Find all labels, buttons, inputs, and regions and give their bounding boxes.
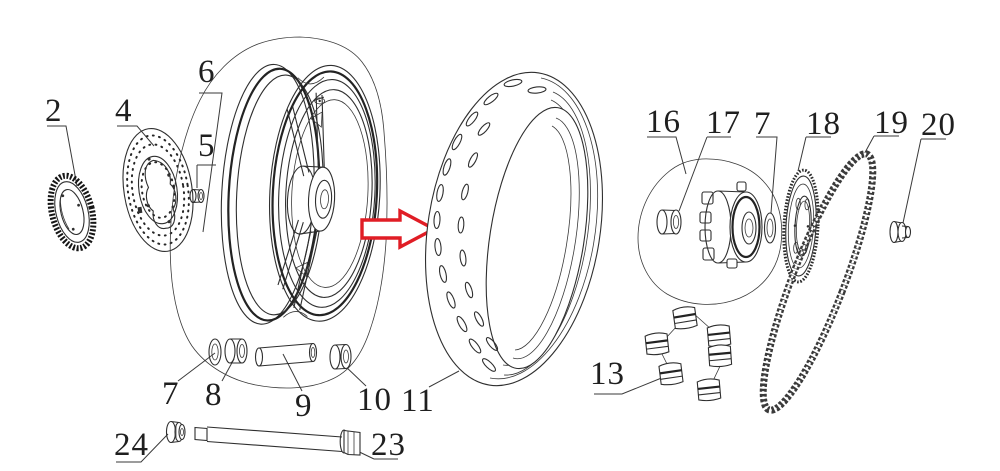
callout-16: 16 bbox=[646, 104, 681, 140]
callout-6: 6 bbox=[198, 54, 216, 90]
sprocket-carrier-drawing bbox=[699, 181, 763, 269]
callout-2: 2 bbox=[45, 93, 63, 129]
spacer-bushing-left-drawing bbox=[224, 338, 248, 364]
hub-balloon-outline bbox=[637, 158, 783, 305]
callout-5: 5 bbox=[198, 128, 216, 164]
hub-bushing-drawing bbox=[656, 209, 682, 235]
callout-11: 11 bbox=[401, 383, 435, 419]
callout-7-wheel: 7 bbox=[162, 376, 180, 412]
disc-nut-drawing bbox=[189, 188, 205, 204]
callout-7-hub: 7 bbox=[754, 106, 772, 142]
chain-drawing bbox=[759, 150, 877, 414]
callout-13: 13 bbox=[590, 356, 625, 392]
flange-nut-drawing bbox=[165, 420, 186, 444]
callout-4: 4 bbox=[115, 93, 133, 129]
callout-9: 9 bbox=[295, 388, 313, 424]
callout-8: 8 bbox=[205, 377, 223, 413]
spacer-ring-drawing bbox=[208, 338, 222, 366]
damper-rubbers-drawing bbox=[644, 306, 733, 402]
callout-10: 10 bbox=[357, 382, 392, 418]
tire-tread-marks bbox=[433, 78, 547, 372]
callout-23: 23 bbox=[371, 427, 406, 463]
wheel-rim-drawing bbox=[220, 63, 381, 325]
tone-ring-drawing bbox=[47, 172, 97, 252]
callout-19: 19 bbox=[874, 105, 909, 141]
callout-24: 24 bbox=[114, 427, 149, 463]
callout-20: 20 bbox=[921, 107, 956, 143]
axle-sleeve-drawing bbox=[254, 342, 318, 367]
tire-drawing bbox=[424, 71, 604, 387]
hub-seal-ring-drawing bbox=[763, 212, 777, 244]
callout-18: 18 bbox=[806, 106, 841, 142]
spacer-bushing-right-drawing bbox=[329, 343, 352, 370]
wheel-balloon-outline bbox=[169, 36, 388, 389]
adjuster-nut-drawing bbox=[889, 220, 912, 244]
direction-arrow bbox=[360, 208, 438, 250]
callout-17: 17 bbox=[706, 105, 741, 141]
brake-disc-drawing bbox=[122, 127, 194, 253]
axle-bolt-drawing bbox=[194, 426, 361, 456]
